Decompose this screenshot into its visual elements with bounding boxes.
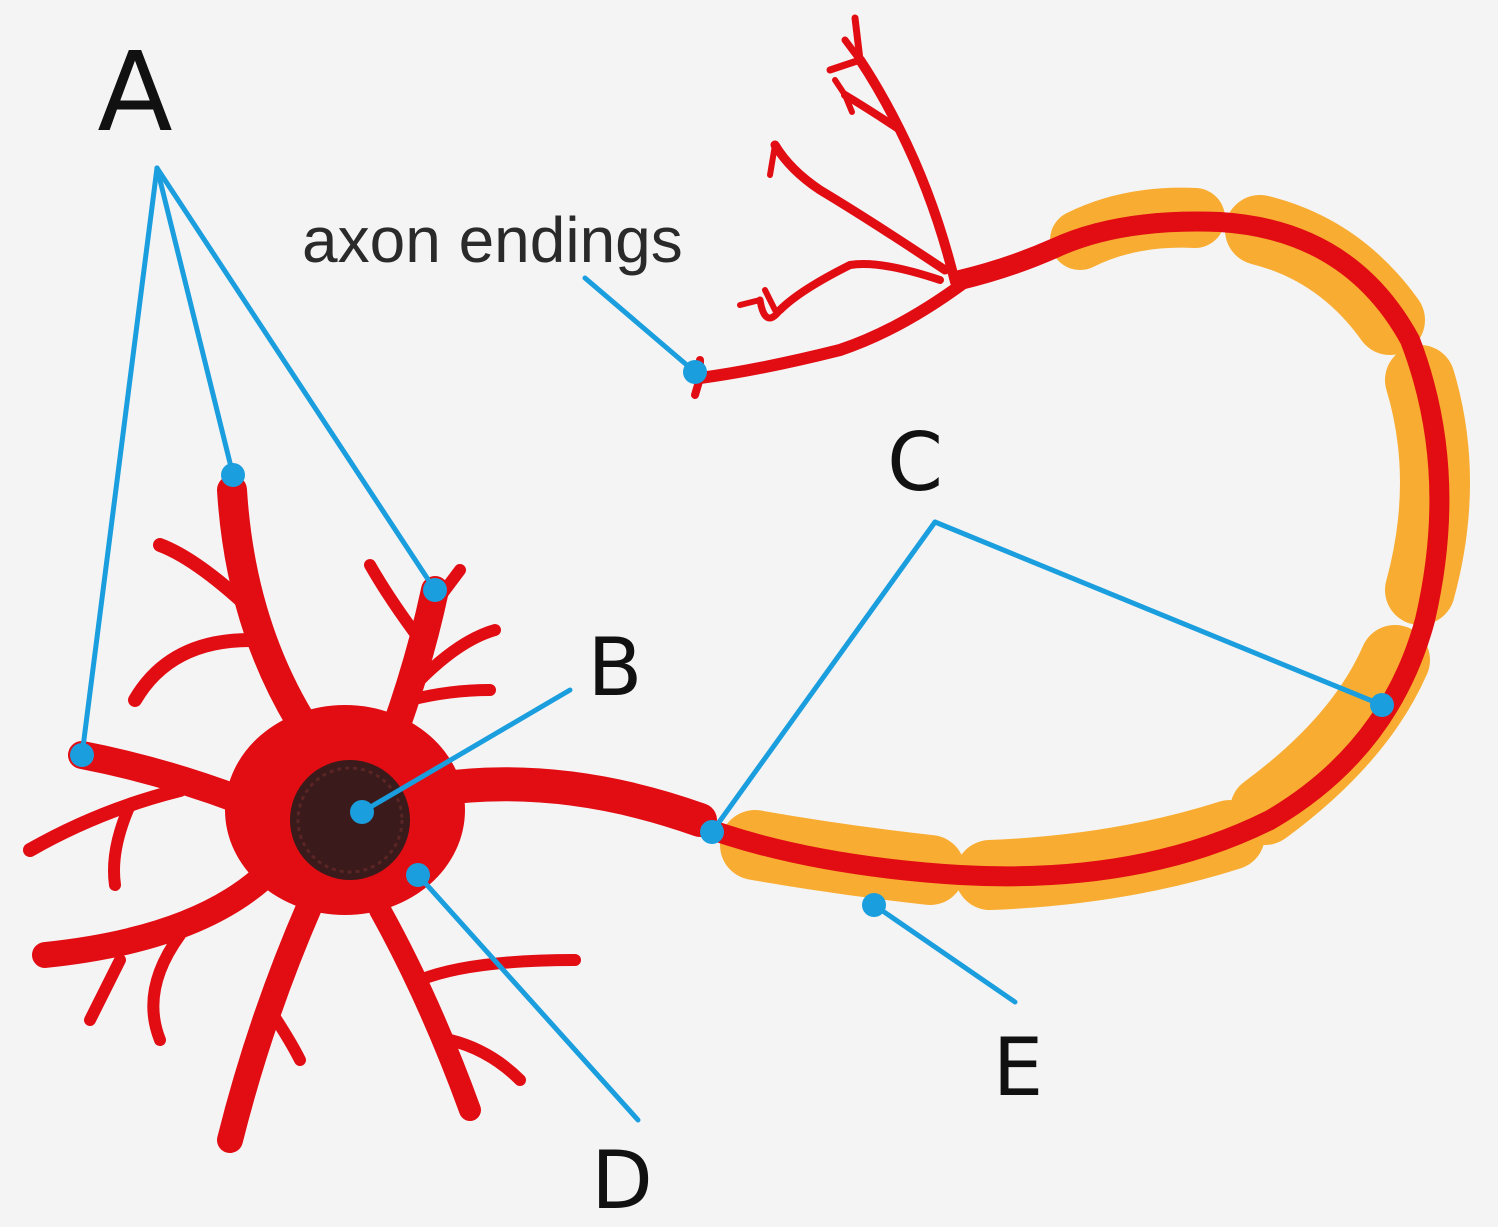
- leader-lines: [79, 165, 1385, 1123]
- leader-axon-endings: [582, 275, 698, 375]
- label-e: E: [993, 1021, 1044, 1114]
- leader-d: [415, 872, 641, 1123]
- label-c: C: [887, 416, 943, 509]
- dot-a-3: [423, 578, 447, 602]
- axon-terminals: [691, 14, 971, 399]
- dot-axon-endings: [683, 360, 707, 384]
- dot-b: [350, 800, 374, 824]
- label-a: A: [97, 28, 172, 156]
- nucleus-texture: [296, 766, 404, 874]
- leader-c-1: [709, 519, 938, 835]
- dot-c-2: [1370, 693, 1394, 717]
- leader-a-2: [154, 165, 236, 478]
- leader-b: [359, 687, 573, 815]
- dot-a-1: [70, 743, 94, 767]
- leader-a-3: [154, 165, 438, 593]
- leader-e: [871, 902, 1018, 1005]
- axon-core: [680, 211, 1450, 887]
- leader-a-1: [79, 165, 160, 758]
- axon: [413, 767, 717, 837]
- label-d: D: [591, 1134, 653, 1227]
- myelin-segment-3: [1230, 625, 1430, 845]
- dot-a-2: [221, 463, 245, 487]
- label-b: B: [588, 621, 643, 714]
- dot-e: [862, 893, 886, 917]
- dot-d: [406, 863, 430, 887]
- label-axon-endings: axon endings: [302, 204, 683, 276]
- leader-c-2: [932, 519, 1385, 708]
- dot-c-1: [700, 820, 724, 844]
- nucleus: [290, 760, 410, 880]
- leader-dots: [70, 360, 1394, 917]
